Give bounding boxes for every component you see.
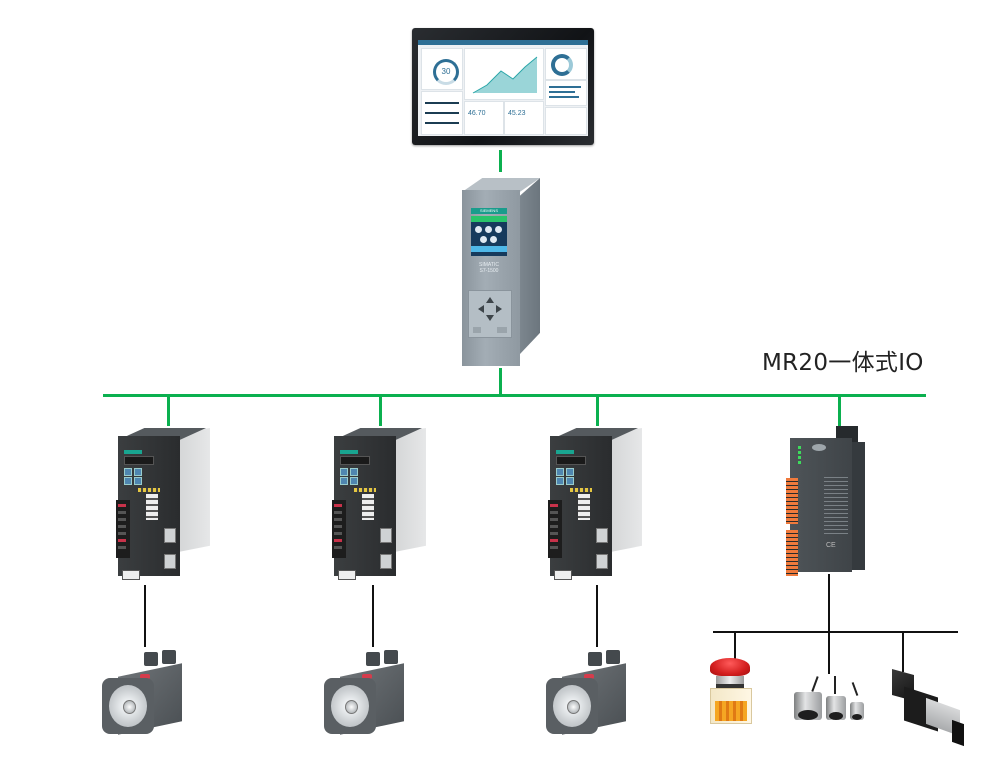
plc-model: SIMATIC S7-1500: [479, 262, 499, 274]
hmi-donut-card: [545, 48, 587, 80]
drive-brand-badge: [556, 450, 574, 454]
hmi-slider-card: [421, 91, 463, 135]
area-chart-icon: [472, 56, 538, 94]
hmi-barlist-card: [545, 80, 587, 106]
hmi-screen: 30 46.70: [418, 40, 588, 136]
hmi-gauge: 30: [433, 59, 459, 85]
sensor-large: [794, 692, 822, 720]
donut-chart-icon: [551, 54, 573, 76]
servo-drive-1: [116, 428, 210, 580]
mr20-io-module: CE: [786, 424, 865, 576]
hmi-panel: 30 46.70: [412, 28, 594, 145]
plc-cpu: SIEMENS SIMATIC S7-1500: [462, 178, 540, 366]
plc-display: [471, 216, 507, 256]
drive-terminal-block: [116, 500, 130, 558]
hmi-table-card: [545, 107, 587, 135]
io-terminal-block-upper: [786, 478, 798, 524]
drive-brand-badge: [340, 450, 358, 454]
io-module-field-link: [828, 574, 830, 632]
drive-brand-badge: [124, 450, 142, 454]
servo-drive-3: [548, 428, 642, 580]
bus-drop-drive-1: [167, 396, 170, 426]
field-drop-sensors: [828, 632, 830, 674]
field-bus-line: [713, 631, 958, 633]
field-drop-valve: [902, 632, 904, 672]
plc-keypad: [468, 290, 512, 338]
bus-drop-drive-3: [596, 396, 599, 426]
servo-motor-1: [100, 648, 190, 738]
ce-mark: CE: [826, 542, 836, 549]
motor-shaft: [345, 700, 358, 714]
drive-3-motor-link: [596, 585, 598, 647]
motor-shaft: [123, 700, 136, 714]
drive-2-motor-link: [372, 585, 374, 647]
solenoid-valve: [890, 669, 966, 747]
plc-bus-link: [499, 368, 502, 396]
plc-brand: SIEMENS: [471, 208, 507, 214]
drive-display: [124, 456, 154, 465]
drive-1-motor-link: [144, 585, 146, 647]
servo-motor-2: [322, 648, 412, 738]
hmi-gauge-card: 30: [421, 48, 463, 90]
bus-drop-io-module: [838, 396, 841, 428]
main-bus-line: [103, 394, 926, 397]
arrow-keys-icon: [473, 297, 507, 333]
servo-motor-3: [544, 648, 634, 738]
mr20-logo: [812, 444, 826, 451]
hmi-kpi-card-1: 46.70: [464, 101, 504, 135]
field-drop-estop: [734, 632, 736, 660]
drive-terminal-block: [332, 500, 346, 558]
drive-display: [340, 456, 370, 465]
sensor-medium: [826, 696, 846, 720]
hmi-kpi-card-2: 45.23: [504, 101, 544, 135]
drive-display: [556, 456, 586, 465]
drive-terminal-block: [548, 500, 562, 558]
hmi-plc-link: [499, 150, 502, 172]
emergency-stop-button: [708, 658, 752, 724]
bus-drop-drive-2: [379, 396, 382, 426]
sensor-small: [850, 702, 864, 720]
io-terminal-block-lower: [786, 530, 798, 576]
io-module-label: MR20一体式IO: [762, 350, 924, 376]
motor-shaft: [567, 700, 580, 714]
proximity-sensors: [788, 674, 872, 728]
servo-drive-2: [332, 428, 426, 580]
hmi-chart-card: [464, 48, 544, 100]
